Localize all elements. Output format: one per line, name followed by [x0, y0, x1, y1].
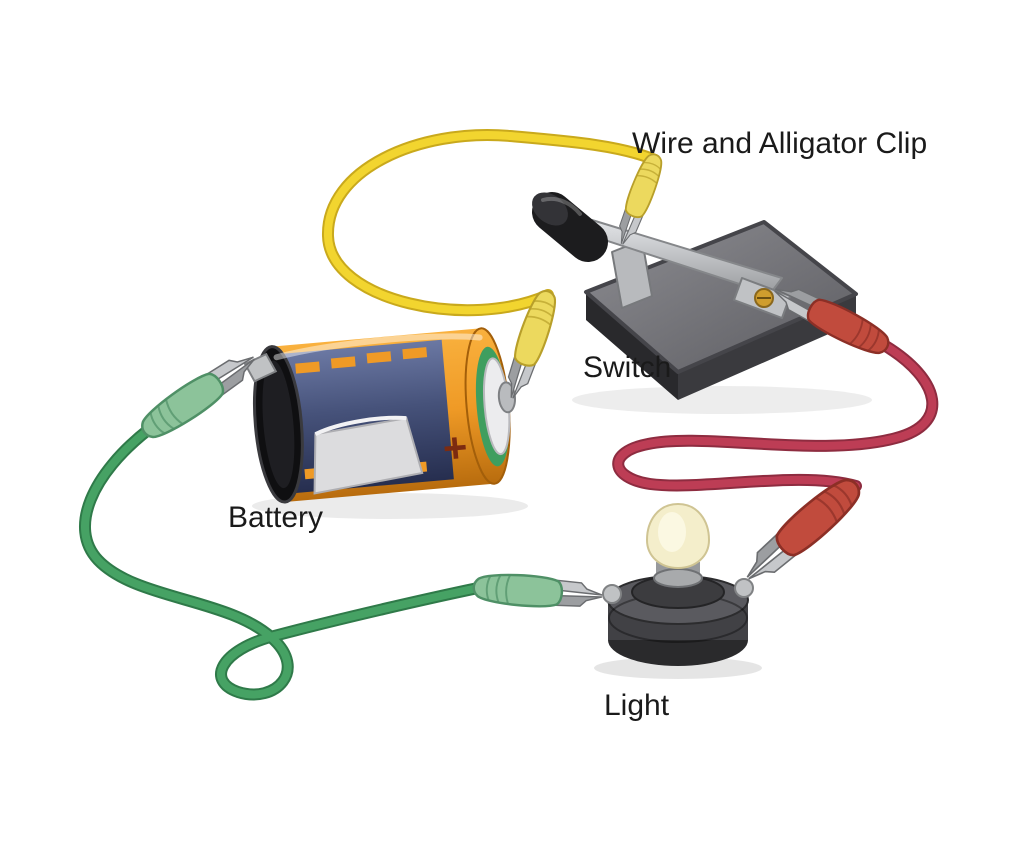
clip-boot-ridges [849, 318, 880, 352]
light-terminal-left [602, 584, 622, 604]
light-shadow [594, 657, 762, 679]
red-wire-core [614, 341, 937, 490]
green-alligator-clip-light [472, 573, 603, 608]
clip-boot [514, 290, 557, 367]
switch-shadow [572, 386, 872, 414]
clip-boot [624, 153, 663, 219]
yellow-alligator-clip-switch [619, 153, 663, 245]
battery-white-label [313, 417, 424, 495]
switch-base-side-left [586, 292, 678, 400]
battery: + [243, 327, 516, 504]
clip-boot [806, 298, 890, 355]
battery-plus-sign: + [441, 423, 470, 472]
label-light: Light [604, 689, 670, 722]
clip-boot-ridges [485, 574, 511, 605]
label-wire-and-alligator-clip: Wire and Alligator Clip [632, 127, 927, 160]
bulb-glow [658, 512, 686, 552]
light-terminal-right [734, 578, 754, 598]
label-battery: Battery [228, 501, 323, 534]
battery-highlight [273, 333, 483, 361]
red-wire [612, 339, 939, 492]
battery-white-label-curl [314, 415, 407, 436]
clip-boot [141, 372, 225, 439]
clip-boot-ridges [815, 484, 853, 523]
yellow-alligator-clip-battery [507, 290, 557, 399]
clip-boot-ridges [149, 399, 184, 435]
green-wire-core [81, 426, 482, 699]
battery-open-end-inner [262, 360, 295, 489]
switch-knob-highlight [541, 197, 582, 216]
switch-knob-top [532, 192, 568, 226]
yellow-wire [321, 129, 661, 317]
clip-boot [775, 478, 861, 557]
clip-boot [472, 573, 564, 608]
green-alligator-clip-battery [141, 356, 256, 439]
green-wire [79, 424, 484, 701]
label-switch: Switch [583, 351, 671, 384]
light-collar [653, 568, 703, 588]
light-bulb-holder [602, 502, 754, 666]
switch-base-top [584, 220, 858, 374]
clip-boot-ridges [636, 161, 662, 184]
clip-boot-ridges [526, 300, 556, 326]
red-alligator-clip-light [746, 478, 861, 580]
red-alligator-clip-switch [774, 288, 890, 355]
yellow-wire-core [323, 131, 659, 315]
battery-shadow [252, 493, 528, 519]
